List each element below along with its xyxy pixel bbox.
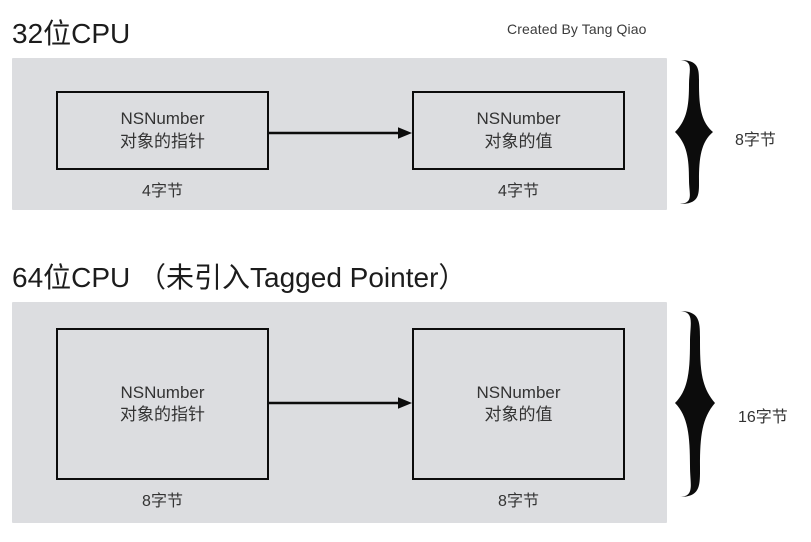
section-title-32bit: 32位CPU xyxy=(12,18,131,49)
node-box-value-32bit-text: NSNumber 对象的值 xyxy=(476,108,560,153)
byte-caption-value-64bit: 8字节 xyxy=(498,493,539,510)
byte-caption-value-32bit: 4字节 xyxy=(498,183,539,200)
node-box-value-64bit: NSNumber 对象的值 xyxy=(412,328,625,480)
brace-total-64bit xyxy=(675,311,715,497)
arrow-pointer-to-value-64bit xyxy=(268,397,412,409)
node-line-1: NSNumber xyxy=(476,109,561,129)
node-box-pointer-64bit-text: NSNumber 对象的指针 xyxy=(120,382,205,427)
node-line-1: NSNumber xyxy=(120,382,205,402)
node-line-1: NSNumber xyxy=(120,109,205,129)
node-box-pointer-32bit: NSNumber 对象的指针 xyxy=(56,91,269,170)
total-size-label-32bit: 8字节 xyxy=(735,132,776,149)
node-line-1: NSNumber xyxy=(476,382,561,402)
byte-caption-pointer-32bit: 4字节 xyxy=(142,183,183,200)
credit-text: Created By Tang Qiao xyxy=(507,21,647,37)
byte-caption-pointer-64bit: 8字节 xyxy=(142,493,183,510)
node-box-value-64bit-text: NSNumber 对象的值 xyxy=(476,382,560,427)
arrow-pointer-to-value-32bit xyxy=(268,127,412,139)
total-size-label-64bit: 16字节 xyxy=(738,409,788,426)
brace-total-32bit xyxy=(675,60,713,204)
node-box-pointer-64bit: NSNumber 对象的指针 xyxy=(56,328,269,480)
node-box-pointer-32bit-text: NSNumber 对象的指针 xyxy=(120,108,205,153)
section-title-64bit: 64位CPU （未引入Tagged Pointer） xyxy=(12,262,467,293)
node-box-value-32bit: NSNumber 对象的值 xyxy=(412,91,625,170)
node-line-2: 对象的指针 xyxy=(120,131,205,151)
node-line-2: 对象的值 xyxy=(484,131,553,151)
node-line-2: 对象的指针 xyxy=(120,405,205,424)
node-line-2: 对象的值 xyxy=(484,405,553,424)
